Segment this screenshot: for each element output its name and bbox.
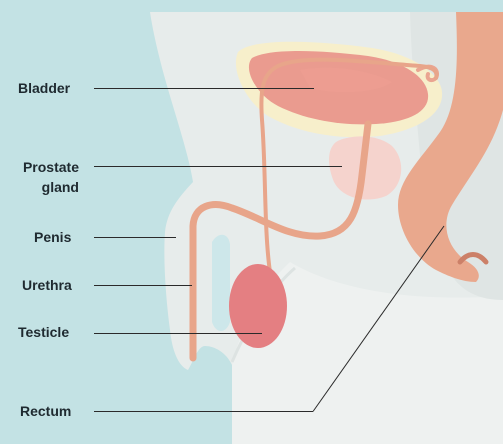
leader-bladder — [94, 88, 314, 89]
label-testicle: Testicle — [18, 322, 69, 342]
leader-prostate — [94, 166, 342, 167]
leader-urethra — [94, 285, 192, 286]
label-rectum: Rectum — [20, 401, 71, 421]
label-penis: Penis — [34, 227, 71, 247]
label-prostate-line2: gland — [42, 177, 79, 197]
leader-penis — [94, 237, 176, 238]
leader-testicle — [94, 333, 262, 334]
testicle — [229, 264, 287, 348]
label-bladder: Bladder — [18, 78, 70, 98]
label-prostate-line1: Prostate — [23, 157, 79, 177]
label-urethra: Urethra — [22, 275, 72, 295]
leader-rectum — [94, 411, 313, 412]
penis-inner — [212, 235, 230, 331]
